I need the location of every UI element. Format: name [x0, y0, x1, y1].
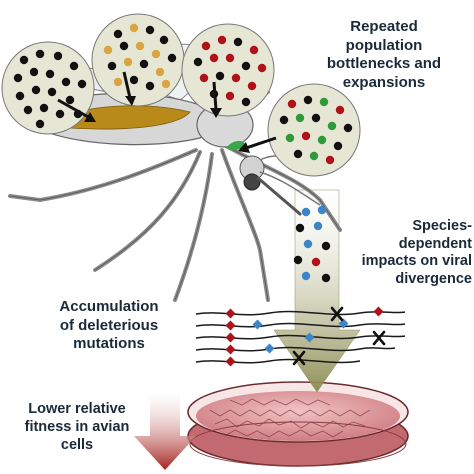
species-impact-label: Species- dependent impacts on viral dive… [361, 218, 472, 287]
lethal-mutation-x-marks [292, 306, 386, 366]
arrow-virus-population [293, 205, 331, 283]
olive-down-arrow [273, 189, 361, 393]
mutation-accumulation-label: Accumulation of deleterious mutations [59, 298, 159, 352]
mutation-markers [225, 306, 384, 367]
population-circle-saliva [267, 83, 361, 177]
population-circle-hemolymph [181, 23, 275, 117]
population-circle-gut [1, 41, 95, 135]
population-circle-midgut [91, 13, 185, 107]
pointer-arrows [57, 71, 277, 153]
bottlenecks-label: Repeated population bottlenecks and expa… [326, 18, 442, 91]
petri-dish [187, 381, 409, 467]
red-down-arrow [134, 392, 196, 470]
fitness-label: Lower relative fitness in avian cells [24, 401, 130, 453]
